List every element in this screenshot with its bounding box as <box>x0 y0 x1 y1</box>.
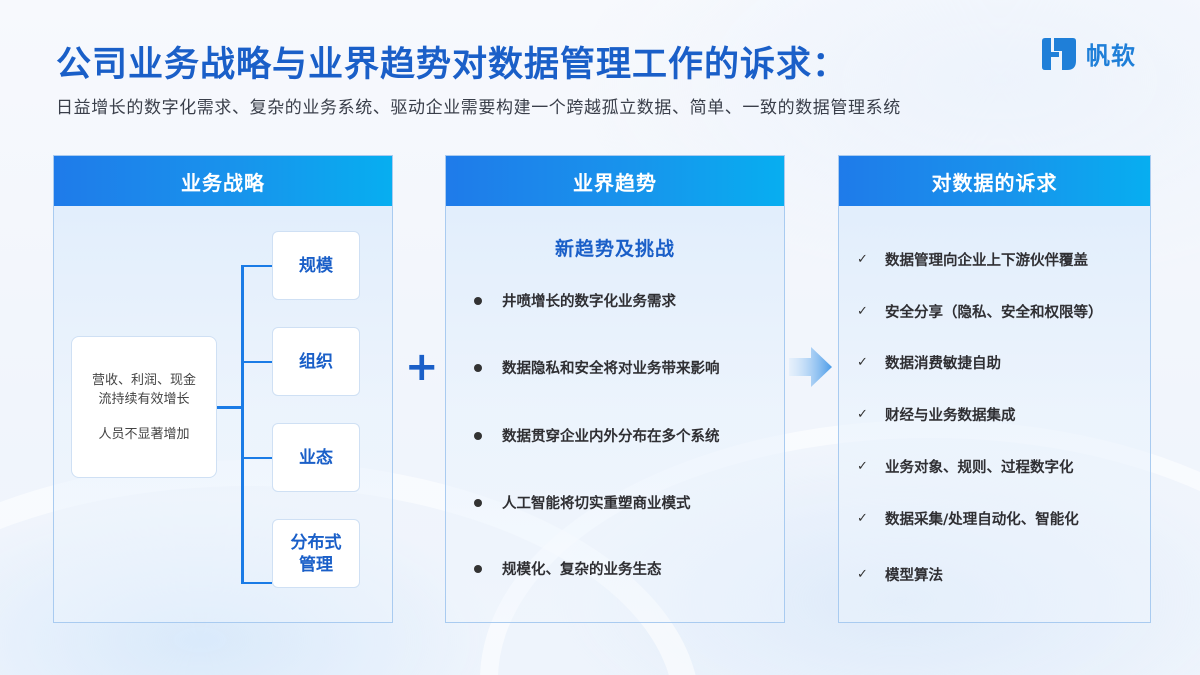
connector-line <box>217 406 243 409</box>
arrow-right-icon <box>789 347 832 387</box>
connector-line <box>241 457 272 459</box>
check-icon: ✓ <box>857 252 868 267</box>
bullet-icon <box>474 498 482 507</box>
root-text-line: 人员不显著增加 <box>98 426 190 442</box>
trend-item: 数据贯穿企业内外分布在多个系统 <box>474 425 720 446</box>
demand-item: ✓ 模型算法 <box>857 567 943 584</box>
connector-line <box>241 265 272 267</box>
demands-panel-header: 对数据的诉求 <box>839 156 1150 206</box>
trends-subheading: 新趋势及挑战 <box>554 238 675 260</box>
branch-scale: 规模 <box>272 231 360 300</box>
trends-panel-header: 业界趋势 <box>446 156 784 206</box>
check-icon: ✓ <box>857 459 868 474</box>
strategy-root-box: 营收、利润、现金 流持续有效增长 人员不显著增加 <box>71 336 217 478</box>
demand-item: ✓ 安全分享（隐私、安全和权限等） <box>857 304 1103 321</box>
branch-distributed-management: 分布式 管理 <box>272 519 360 588</box>
bullet-icon <box>474 363 482 372</box>
demand-item: ✓ 数据管理向企业上下游伙伴覆盖 <box>857 252 1088 269</box>
demand-item: ✓ 业务对象、规则、过程数字化 <box>857 459 1074 476</box>
trend-item: 井喷增长的数字化业务需求 <box>474 290 676 311</box>
root-text-line: 流持续有效增长 <box>98 391 190 407</box>
strategy-panel: 业务战略 营收、利润、现金 流持续有效增长 人员不显著增加 规模 组织 业态 分… <box>53 155 393 623</box>
bullet-icon <box>474 296 482 305</box>
check-icon: ✓ <box>857 304 868 319</box>
trend-item: 数据隐私和安全将对业务带来影响 <box>474 357 720 378</box>
check-icon: ✓ <box>857 511 868 526</box>
demand-item: ✓ 财经与业务数据集成 <box>857 407 1016 424</box>
demands-panel: 对数据的诉求 ✓ 数据管理向企业上下游伙伴覆盖 ✓ 安全分享（隐私、安全和权限等… <box>838 155 1151 623</box>
check-icon: ✓ <box>857 567 868 582</box>
connector-line <box>241 265 244 584</box>
bullet-icon <box>474 564 482 573</box>
trend-item: 人工智能将切实重塑商业模式 <box>474 492 691 513</box>
branch-business-format: 业态 <box>272 423 360 492</box>
branch-organization: 组织 <box>272 327 360 396</box>
connector-line <box>241 582 272 584</box>
strategy-panel-header: 业务战略 <box>54 156 392 206</box>
check-icon: ✓ <box>857 407 868 422</box>
demand-item: ✓ 数据消费敏捷自助 <box>857 355 1001 372</box>
connector-line <box>241 361 272 363</box>
plus-icon: + <box>405 344 439 390</box>
brand-name: 帆软 <box>1086 42 1136 70</box>
brand-logo: 帆软 <box>1040 36 1136 71</box>
demand-item: ✓ 数据采集/处理自动化、智能化 <box>857 511 1079 528</box>
trend-item: 规模化、复杂的业务生态 <box>474 558 662 579</box>
fanruan-logo-icon <box>1042 37 1076 70</box>
page-title: 公司业务战略与业界趋势对数据管理工作的诉求： <box>56 45 849 85</box>
root-text-line: 营收、利润、现金 <box>91 372 196 388</box>
trends-panel: 业界趋势 新趋势及挑战 井喷增长的数字化业务需求 数据隐私和安全将对业务带来影响… <box>445 155 785 623</box>
check-icon: ✓ <box>857 355 868 370</box>
page-subtitle: 日益增长的数字化需求、复杂的业务系统、驱动企业需要构建一个跨越孤立数据、简单、一… <box>56 98 901 118</box>
bullet-icon <box>474 431 482 440</box>
